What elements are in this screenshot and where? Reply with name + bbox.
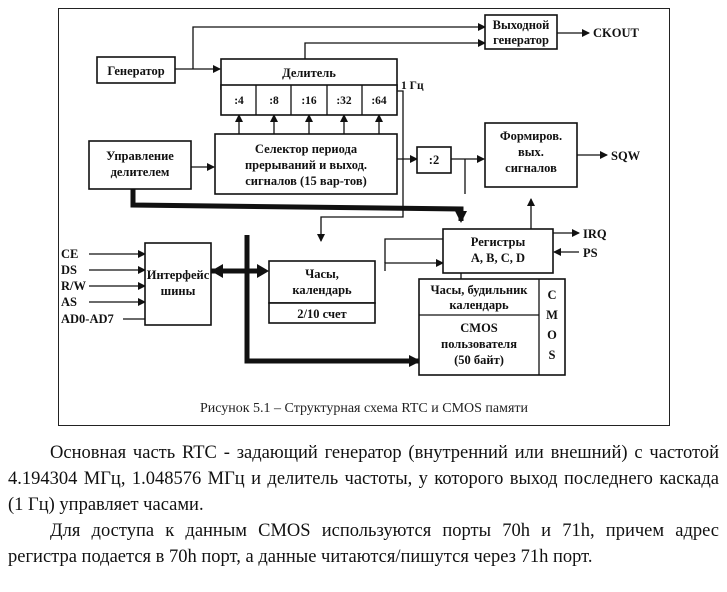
rtc-cmos-diagram: Генератор Выходной генератор CKOUT Делит… bbox=[58, 8, 670, 426]
clock-to-regs-line bbox=[384, 259, 444, 271]
divider-tap-4: :4 bbox=[234, 95, 244, 107]
one-hz-line bbox=[317, 90, 404, 242]
bus-arrow-left bbox=[211, 264, 223, 278]
generator-label: Генератор bbox=[107, 64, 164, 78]
bus-interface-block bbox=[144, 242, 212, 326]
signal-ad: AD0-AD7 bbox=[61, 312, 114, 326]
clock-label-1: Часы, bbox=[305, 267, 339, 281]
signal-ce: CE bbox=[61, 247, 78, 261]
signal-ds: DS bbox=[61, 263, 77, 277]
selector-label-1: Селектор периода bbox=[255, 142, 358, 156]
registers-block bbox=[442, 228, 554, 274]
selector-label-3: сигналов (15 вар-тов) bbox=[245, 174, 367, 188]
alarm-label-1: Часы, будильник bbox=[431, 283, 529, 297]
divider-to-outgen-line bbox=[304, 39, 486, 59]
wave-former-block bbox=[484, 122, 578, 188]
div2-label: :2 bbox=[429, 153, 439, 167]
cmos-user-label-1: CMOS bbox=[460, 321, 498, 335]
regs-to-clock-line bbox=[384, 238, 443, 263]
figure-caption: Рисунок 5.1 – Структурная схема RTC и CM… bbox=[199, 401, 529, 416]
ckout-label: CKOUT bbox=[593, 26, 640, 40]
sqw-label: SQW bbox=[611, 149, 641, 163]
divider-control-label-1: Управление bbox=[106, 149, 174, 163]
signal-rw: R/W bbox=[61, 279, 87, 293]
selector-block bbox=[214, 133, 398, 195]
one-hz-label: 1 Гц bbox=[401, 80, 424, 92]
divider-control-label-2: делителем bbox=[111, 165, 170, 179]
cmos-user-label-3: (50 байт) bbox=[454, 353, 504, 367]
gen-to-outgen-line bbox=[192, 23, 486, 69]
divider-tap-8: :8 bbox=[269, 95, 279, 107]
divider-tap-32: :32 bbox=[336, 95, 352, 107]
output-generator-label-2: генератор bbox=[493, 33, 549, 47]
divider-taps-row bbox=[220, 84, 398, 116]
irq-label: IRQ bbox=[583, 227, 607, 241]
divider-tap-64: :64 bbox=[371, 95, 387, 107]
divider-tap-16: :16 bbox=[301, 95, 317, 107]
wave-former-label-1: Формиров. bbox=[500, 129, 562, 143]
registers-label-1: Регистры bbox=[471, 235, 526, 249]
body-text: Основная часть RTC - задающий генератор … bbox=[8, 440, 719, 570]
ps-label: PS bbox=[583, 246, 598, 260]
output-generator-block bbox=[484, 14, 558, 50]
paragraph-2: Для доступа к данным CMOS используются п… bbox=[8, 521, 719, 567]
bus-arrow-right bbox=[257, 264, 269, 278]
divider-label: Делитель bbox=[282, 66, 336, 80]
bus-interface-label-1: Интерфейс bbox=[147, 268, 210, 282]
selector-label-2: прерываний и выход. bbox=[245, 158, 367, 172]
clock-label-2: календарь bbox=[292, 283, 352, 297]
count-label: 2/10 счет bbox=[297, 307, 346, 321]
alarm-label-2: календарь bbox=[449, 298, 509, 312]
clock-block bbox=[268, 260, 376, 304]
cmos-bus-line bbox=[244, 235, 421, 367]
divider-control-block bbox=[88, 140, 192, 190]
count-block bbox=[268, 302, 376, 324]
generator-block bbox=[96, 56, 176, 84]
output-generator-label-1: Выходной bbox=[493, 18, 550, 32]
cmos-user-label-2: пользователя bbox=[441, 337, 517, 351]
signal-as: AS bbox=[61, 295, 77, 309]
bus-interface-label-2: шины bbox=[161, 284, 196, 298]
div2-block bbox=[416, 146, 452, 174]
registers-label-2: A, B, C, D bbox=[471, 251, 525, 265]
wave-former-label-2: вых. bbox=[518, 145, 544, 159]
block-diagram: Генератор Выходной генератор CKOUT Делит… bbox=[61, 14, 641, 376]
cmos-block bbox=[418, 278, 566, 376]
paragraph-1: Основная часть RTC - задающий генератор … bbox=[8, 443, 719, 515]
wave-former-label-3: сигналов bbox=[505, 161, 557, 175]
